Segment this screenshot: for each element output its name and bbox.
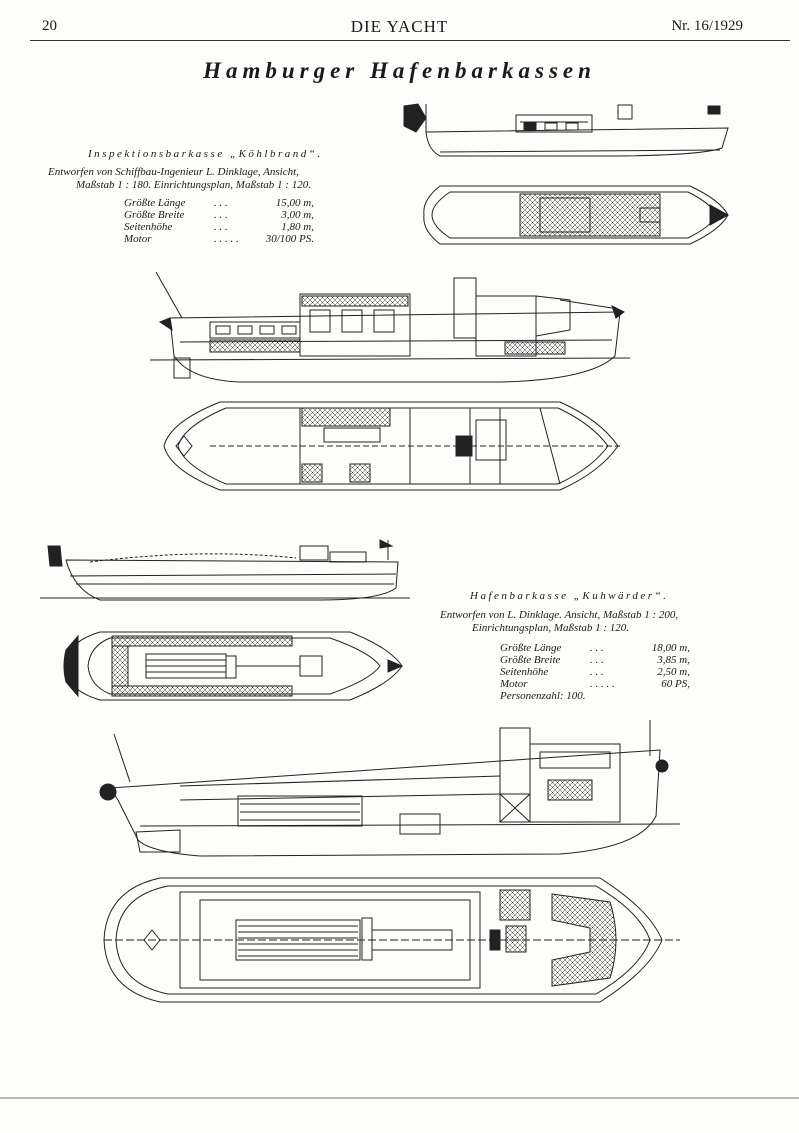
boat1-small-side-view: [403, 103, 729, 157]
boat1-designer-line2: Maßstab 1 : 180. Einrichtungsplan, Maßst…: [76, 179, 311, 191]
boat2-specs: Größte Länge. . .18,00 m, Größte Breite.…: [500, 642, 690, 702]
boat2-designer-line1: Entworfen von L. Dinklage. Ansicht, Maßs…: [440, 609, 679, 621]
magazine-title: DIE YACHT: [350, 17, 449, 36]
boat1-small-plan-view: [423, 185, 730, 245]
boat2-designer-line2: Einrichtungsplan, Maßstab 1 : 120.: [472, 622, 630, 634]
boat2-small-side-view: [40, 539, 410, 601]
boat1-name: Inspektionsbarkasse „Köhlbrand“.: [88, 148, 323, 160]
boat1-main-side-view: [149, 271, 631, 383]
page-number: 20: [42, 18, 57, 34]
boat2-name: Hafenbarkasse „Kuhwärder“.: [470, 590, 669, 602]
boat2-main-plan-view: [103, 877, 680, 1003]
spec-row: Motor. . . . .60 PS,: [500, 678, 690, 690]
footer-rule: [0, 1097, 799, 1099]
boat2-small-plan-view: [63, 631, 404, 701]
boat2-main-side-view: [99, 720, 681, 857]
issue-number: Nr. 16/1929: [671, 18, 743, 34]
header-rule: [30, 40, 790, 41]
spec-row: Größte Breite. . .3,00 m,: [124, 209, 314, 221]
boat1-main-plan-view: [163, 401, 620, 491]
spec-row: Motor. . . . .30/100 PS.: [124, 233, 314, 245]
spec-row-passengers: Personenzahl: 100.: [500, 690, 586, 702]
page-header: 20 DIE YACHT Nr. 16/1929: [0, 14, 799, 44]
boat1-specs: Größte Länge. . .15,00 m, Größte Breite.…: [124, 197, 314, 245]
spec-row: Größte Länge. . .15,00 m,: [124, 197, 314, 209]
spec-row: Größte Länge. . .18,00 m,: [500, 642, 690, 654]
article-title: Hamburger Hafenbarkassen: [203, 58, 596, 83]
spec-row: Seitenhöhe. . .2,50 m,: [500, 666, 690, 678]
boat2-caption: Hafenbarkasse „Kuhwärder“. Entworfen von…: [440, 590, 770, 635]
boat1-caption: Inspektionsbarkasse „Köhlbrand“. Entworf…: [48, 148, 388, 192]
boat1-designer-line1: Entworfen von Schiffbau-Ingenieur L. Din…: [48, 166, 299, 178]
spec-row: Größte Breite. . .3,85 m,: [500, 654, 690, 666]
spec-row: Seitenhöhe. . .1,80 m,: [124, 221, 314, 233]
